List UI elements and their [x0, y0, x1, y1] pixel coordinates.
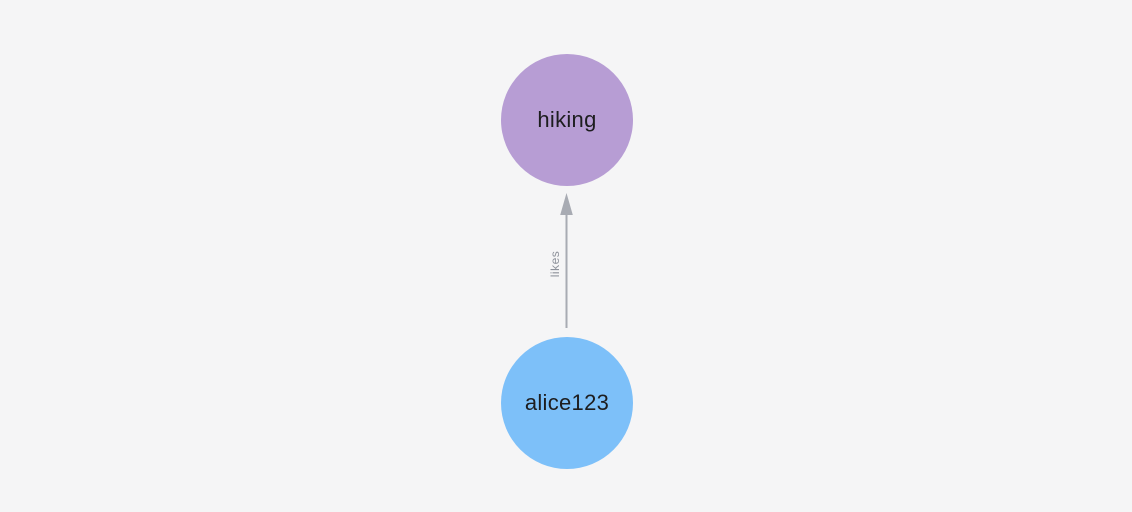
- edge-label-likes: likes: [548, 250, 562, 278]
- arrowhead-icon: [560, 193, 573, 215]
- node-hiking[interactable]: hiking: [501, 54, 633, 186]
- node-hiking-label: hiking: [537, 107, 597, 132]
- node-alice123-label: alice123: [524, 390, 610, 415]
- node-alice123[interactable]: alice123: [501, 337, 633, 469]
